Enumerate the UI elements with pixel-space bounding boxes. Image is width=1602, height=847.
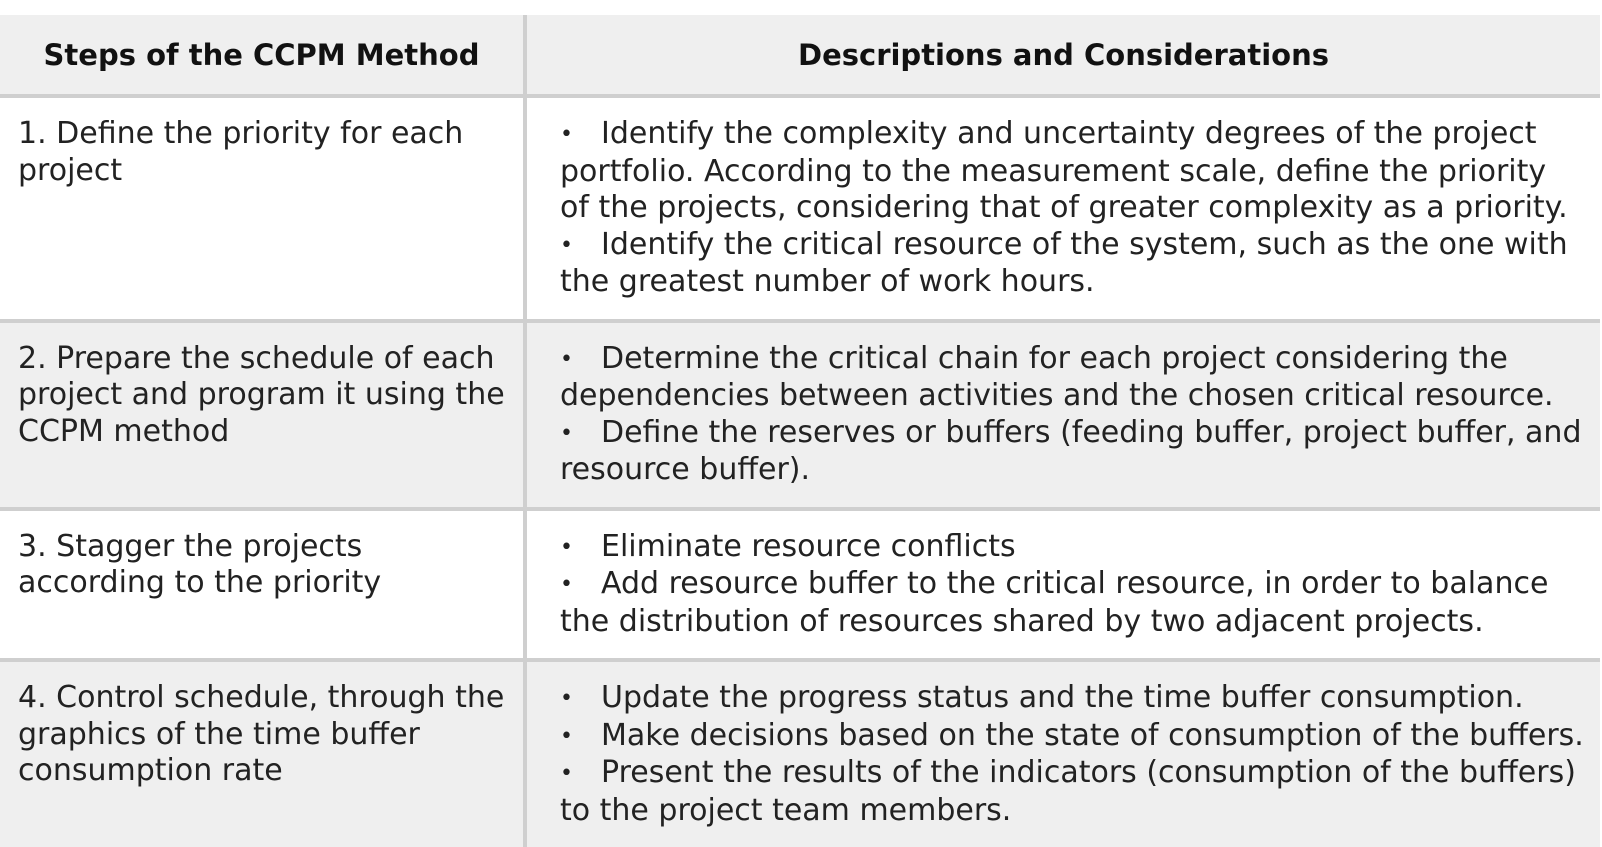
bullet-icon: • [560,686,573,711]
step-cell: 3. Stagger the projects according to the… [0,508,527,662]
bullet-icon: • [560,122,573,147]
bullet-icon: • [560,761,573,786]
table-row: 1. Define the priority for each project … [0,96,1600,323]
bullet-item: •Identify the critical resource of the s… [560,227,1584,301]
bullet-item: • Eliminate resource conflicts [560,529,1584,567]
description-cell: •Eliminate resource conflicts •Add resou… [525,508,1600,662]
bullet-icon: • [560,723,573,749]
bullet-text: Define the reserves or buffers (feeding … [560,414,1582,488]
bullet-text: Identify the complexity and uncertainty … [560,116,1568,225]
bullet-icon: • [560,420,573,446]
bullet-item: • Make decisions based on the state of co… [560,718,1584,756]
step-cell: 4. Control schedule, through the graphic… [0,660,527,847]
table-row: 3. Stagger the projects according to the… [0,508,1600,662]
bullet-item: •Determine the critical chain for each p… [560,341,1584,415]
bullet-item: •Add resource buffer to the critical res… [560,566,1584,640]
column-header-steps: Steps of the CCPM Method [0,15,527,98]
description-cell: •Identify the complexity and uncertainty… [525,96,1600,323]
bullet-item: •Define the reserves or buffers (feeding… [560,415,1584,489]
bullet-item: •Present the results of the indicators (… [560,755,1584,829]
bullet-text: Present the results of the indicators (c… [560,755,1576,828]
bullet-text: Identify the critical resource of the sy… [560,226,1568,300]
bullet-text: Eliminate resource conflicts [601,528,1016,564]
step-cell: 1. Define the priority for each project [0,96,527,323]
bullet-text: Make decisions based on the state of con… [601,717,1584,753]
table-header-row: Steps of the CCPM Method Descriptions an… [0,15,1600,98]
table-row: 2. Prepare the schedule of each project … [0,320,1600,511]
table-row: 4. Control schedule, through the graphic… [0,660,1600,847]
bullet-icon: • [560,534,573,560]
bullet-icon: • [560,232,573,258]
bullet-icon: • [560,346,573,372]
column-header-descriptions: Descriptions and Considerations [525,15,1600,98]
description-cell: • Update the progress status and the time… [525,660,1600,847]
bullet-item: • Update the progress status and the time… [560,680,1584,718]
step-cell: 2. Prepare the schedule of each project … [0,320,527,511]
ccpm-steps-table: Steps of the CCPM Method Descriptions an… [0,15,1600,847]
bullet-item: •Identify the complexity and uncertainty… [560,116,1584,227]
bullet-icon: • [560,572,573,597]
description-cell: •Determine the critical chain for each p… [525,320,1600,511]
bullet-text: Add resource buffer to the critical reso… [560,566,1549,639]
ccpm-table-container: Steps of the CCPM Method Descriptions an… [0,15,1600,847]
bullet-text: Update the progress status and the time … [601,680,1524,715]
bullet-text: Determine the critical chain for each pr… [560,340,1554,414]
